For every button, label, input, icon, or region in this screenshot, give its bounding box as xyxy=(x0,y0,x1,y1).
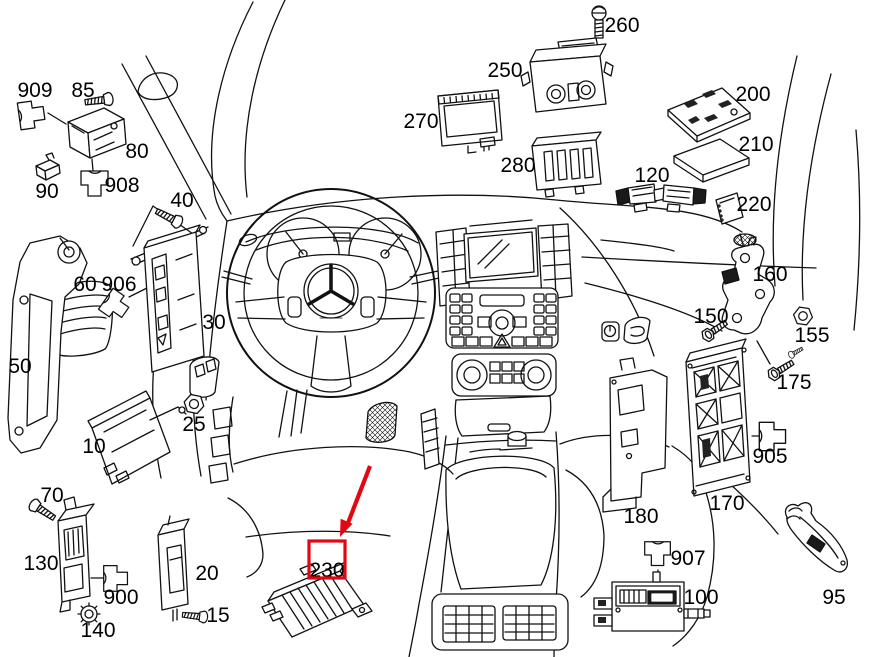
hazard-button-icon xyxy=(493,333,511,348)
part-20-control-module xyxy=(157,515,190,622)
highlight-arrow-shaft xyxy=(346,465,372,524)
part-160-bracket xyxy=(721,236,775,335)
part-90-clip xyxy=(35,152,61,181)
part-10-control-module xyxy=(87,390,187,485)
part-label-70: 70 xyxy=(40,484,63,507)
part-label-90: 90 xyxy=(35,180,58,203)
radio-unit xyxy=(445,287,559,349)
highlight-marker xyxy=(307,465,372,580)
part-15-screw xyxy=(181,608,209,624)
part-label-15: 15 xyxy=(206,604,229,627)
part-label-95: 95 xyxy=(822,586,845,609)
footrest-pad xyxy=(365,401,398,443)
part-130-control-module xyxy=(57,496,95,613)
part-909-connector xyxy=(16,98,47,131)
infotainment-screen xyxy=(463,227,539,283)
part-label-900: 900 xyxy=(103,586,138,609)
part-155-nut xyxy=(791,305,815,327)
part-label-906: 906 xyxy=(101,273,136,296)
part-label-60: 60 xyxy=(73,273,96,296)
part-label-160: 160 xyxy=(752,263,787,286)
part-label-50: 50 xyxy=(8,355,31,378)
part-label-180: 180 xyxy=(623,505,658,528)
part-label-10: 10 xyxy=(82,435,105,458)
part-label-100: 100 xyxy=(683,586,718,609)
part-120-connector-strip xyxy=(615,183,707,213)
part-label-30: 30 xyxy=(202,311,225,334)
start-button xyxy=(601,321,620,342)
part-95-lever xyxy=(784,502,848,573)
part-label-40: 40 xyxy=(170,189,193,212)
part-170-control-module xyxy=(685,338,751,497)
part-250-control-module xyxy=(520,37,614,113)
part-label-130: 130 xyxy=(23,552,58,575)
part-210-filter-pad xyxy=(673,138,750,183)
part-label-909: 909 xyxy=(17,79,52,102)
center-stack xyxy=(435,219,573,437)
part-label-20: 20 xyxy=(195,562,218,585)
dashboard-illustration xyxy=(33,0,861,657)
door-switches xyxy=(208,406,233,484)
part-label-905: 905 xyxy=(752,445,787,468)
part-230-amplifier-module xyxy=(261,561,373,638)
part-label-230: 230 xyxy=(309,559,344,582)
center-console xyxy=(408,430,569,657)
part-label-80: 80 xyxy=(125,140,148,163)
part-label-907: 907 xyxy=(670,547,705,570)
part-label-175: 175 xyxy=(776,371,811,394)
highlight-box xyxy=(307,539,347,580)
part-200-circuit-board xyxy=(667,87,751,143)
part-100-control-module xyxy=(593,571,711,632)
part-graphics xyxy=(7,5,848,638)
part-30-control-module xyxy=(130,224,209,373)
part-labels: 909 85 80 90 908 40 60 906 30 50 10 25 7… xyxy=(8,14,845,642)
part-280-control-module xyxy=(531,131,602,198)
part-140-nut xyxy=(77,602,101,626)
part-label-280: 280 xyxy=(500,154,535,177)
part-label-220: 220 xyxy=(736,193,771,216)
part-260-screw xyxy=(591,5,607,39)
part-label-155: 155 xyxy=(794,324,829,347)
part-label-200: 200 xyxy=(735,83,770,106)
window-switch-panel xyxy=(189,356,220,398)
steering-wheel xyxy=(221,188,440,398)
part-label-250: 250 xyxy=(487,59,522,82)
part-label-270: 270 xyxy=(403,110,438,133)
part-label-210: 210 xyxy=(738,133,773,156)
part-50-bracket xyxy=(7,235,88,454)
part-220-card xyxy=(715,192,744,225)
highlight-arrow-head xyxy=(340,518,353,537)
part-label-170: 170 xyxy=(709,492,744,515)
climate-panel xyxy=(451,353,557,397)
door-pull-handle xyxy=(623,316,651,345)
part-label-150: 150 xyxy=(693,305,728,328)
part-label-260: 260 xyxy=(604,14,639,37)
accelerator-pedal xyxy=(420,408,440,470)
part-270-display-module xyxy=(437,89,503,154)
part-label-908: 908 xyxy=(104,174,139,197)
part-label-25: 25 xyxy=(182,413,205,436)
part-180-control-module xyxy=(602,357,668,513)
part-80-bracket-module xyxy=(67,107,127,159)
part-label-140: 140 xyxy=(80,619,115,642)
part-label-120: 120 xyxy=(634,164,669,187)
column-stalks xyxy=(221,270,440,285)
part-label-85: 85 xyxy=(71,79,94,102)
part-907-connector xyxy=(644,541,671,567)
